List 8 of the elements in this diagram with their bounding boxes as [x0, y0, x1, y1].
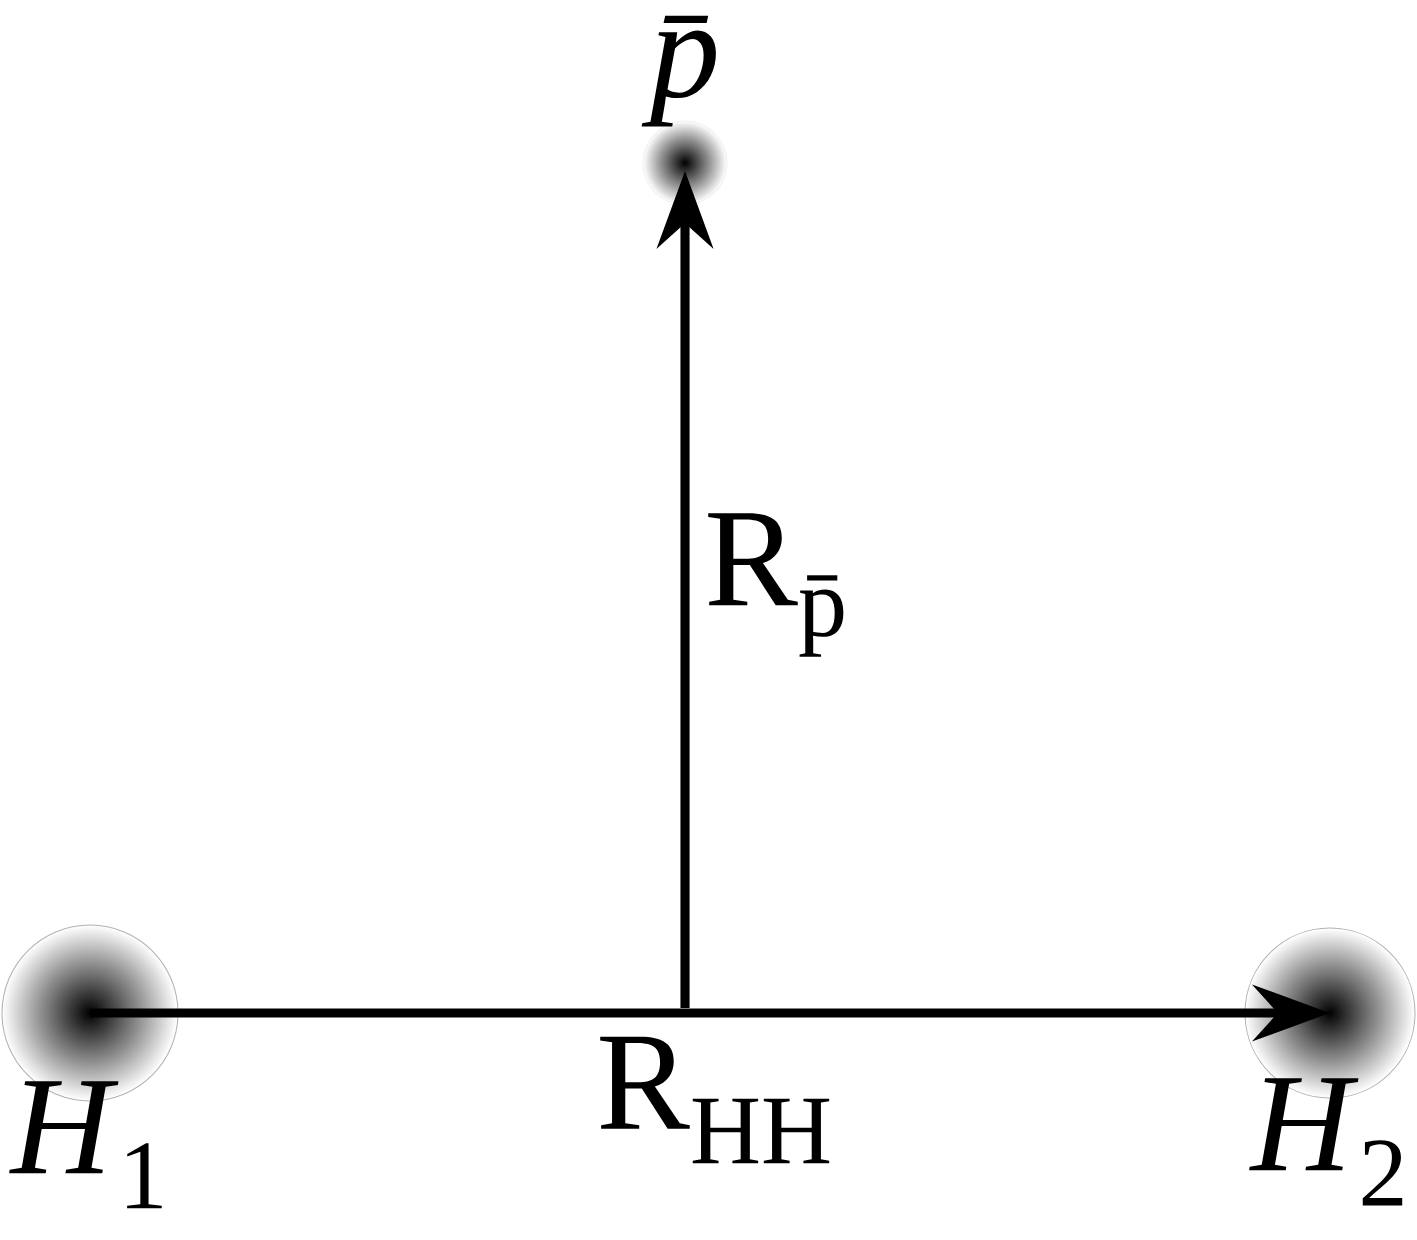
atom: H$_{1}$: [1, 924, 179, 1209]
node-label: p̄: [641, 15, 716, 127]
edge-label: R$_{p̄}$: [708, 513, 844, 657]
node-label: 1: [127, 1143, 162, 1209]
atom: H$_{2}$: [1244, 927, 1416, 1206]
edge-label: R$_{HH}$: [600, 1036, 830, 1164]
atom: p̄: [641, 15, 728, 206]
node-label: 2: [1362, 1140, 1403, 1206]
